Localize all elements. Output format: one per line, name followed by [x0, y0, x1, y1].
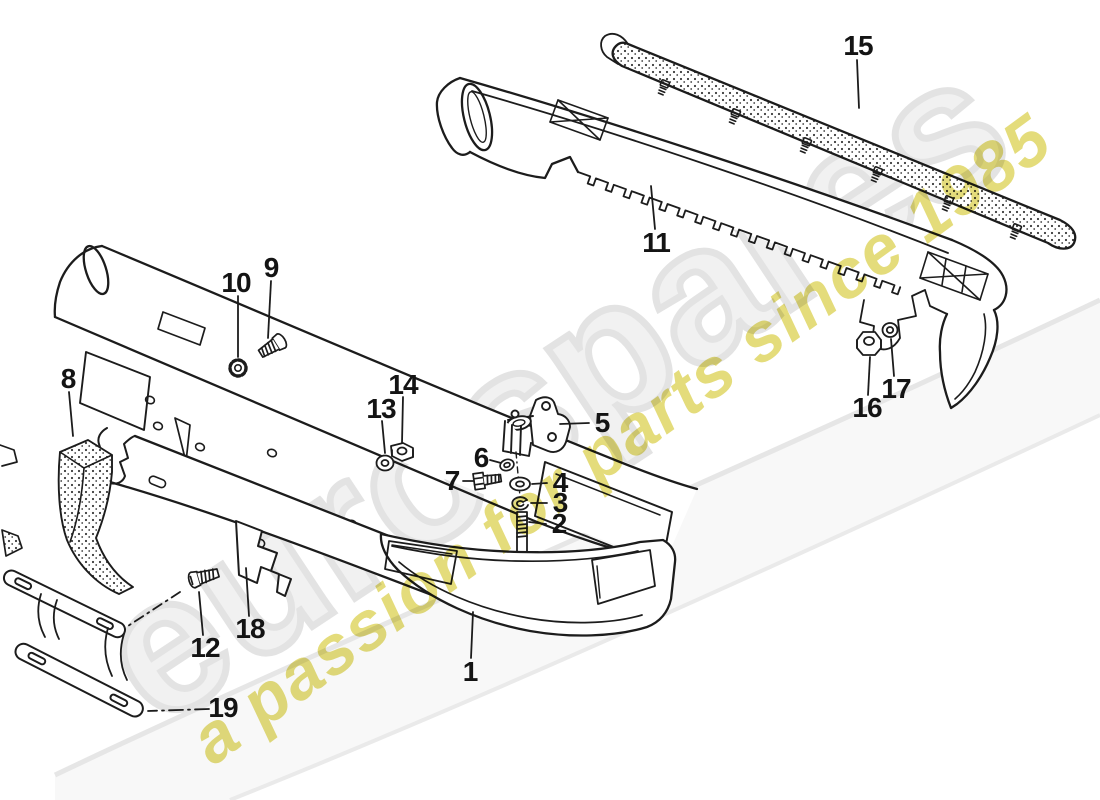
strip-studs	[657, 79, 1023, 240]
washer-13	[375, 454, 395, 472]
molding-strip-15	[600, 32, 1077, 250]
screw-12	[187, 568, 220, 589]
bracket-18	[235, 520, 292, 597]
bumper-brace-right	[919, 251, 989, 301]
mount-bracket-5	[502, 396, 571, 457]
nut-16	[856, 331, 882, 356]
lock-washer-10	[228, 358, 248, 378]
leader-lines	[68, 59, 895, 712]
nut-14	[390, 442, 414, 462]
front-bumper-1	[379, 532, 677, 637]
washer-4	[509, 476, 531, 492]
rear-bumper-11	[435, 76, 1008, 410]
bolt-7	[472, 471, 503, 491]
washer-nut-17	[881, 322, 899, 338]
license-bracket-19	[2, 569, 144, 718]
screw-9	[257, 333, 288, 358]
foam-pad-8	[57, 439, 134, 595]
lock-washer-3	[511, 496, 529, 511]
washer-6	[499, 458, 515, 472]
bumper-brace-left	[549, 99, 609, 141]
